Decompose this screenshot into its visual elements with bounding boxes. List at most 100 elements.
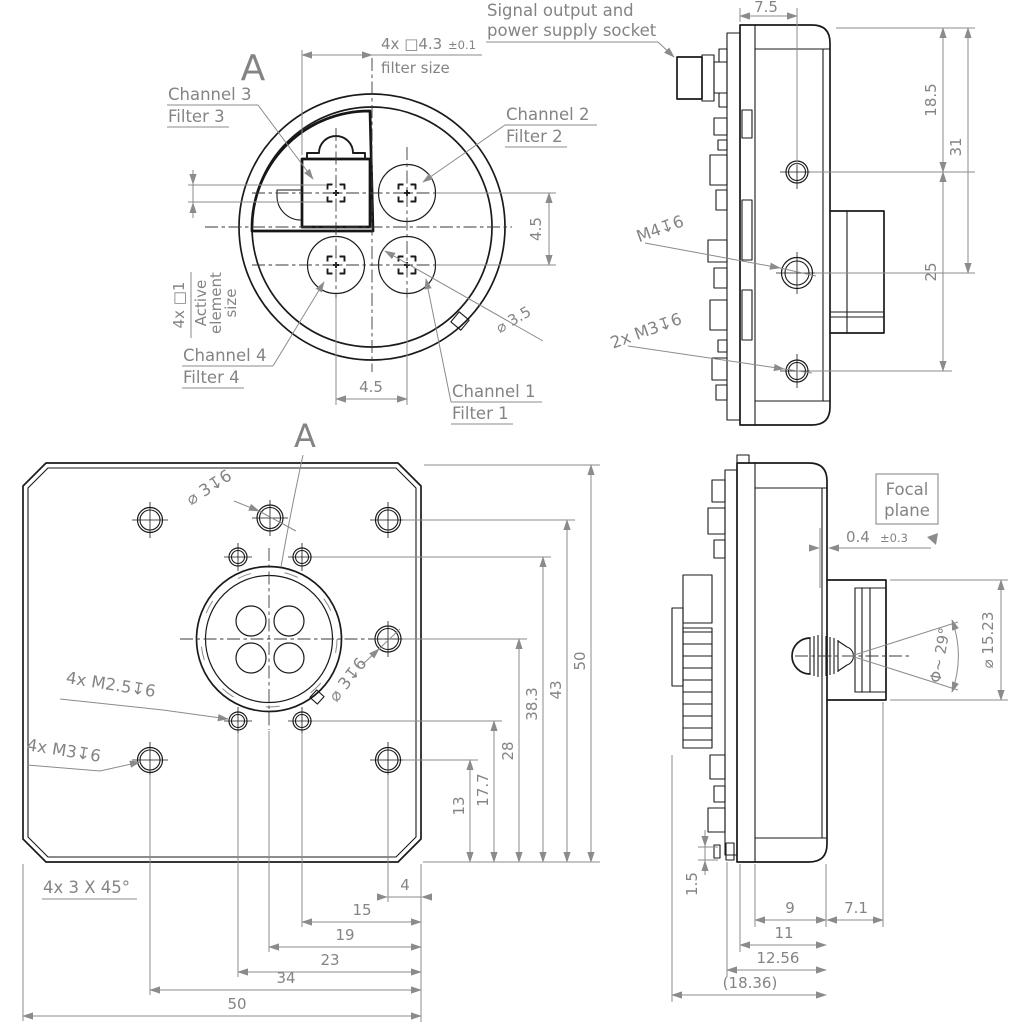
dim-12-56-text: 12.56 (757, 949, 800, 967)
pin-height-dim: 1.5 (683, 830, 718, 896)
dim-19-text: 19 (335, 926, 354, 944)
dim-34-text: 34 (276, 969, 295, 987)
dim-18-5-text: 18.5 (922, 83, 940, 116)
thread-m3-text: 2x M3↧6 (608, 309, 685, 352)
socket-label-line1: Signal output and (487, 1, 634, 20)
pcb-edge-bottom (724, 469, 738, 856)
focal-plane-text-2: plane (884, 501, 930, 520)
dim-50-bottom-text: 50 (227, 995, 246, 1013)
lens-diameter-text: ⌀ 15.23 (979, 612, 997, 669)
filter-size-dim-text: 4x □4.3 (381, 35, 442, 53)
thread-front-m3-callout: 4x M3↧6 (26, 735, 141, 772)
focal-plane-leader-arrow (927, 533, 938, 545)
channel3-filter: Filter 3 (168, 107, 225, 126)
index-notch (450, 311, 470, 331)
dim-28-text: 28 (499, 741, 517, 760)
dim-7-1-text: 7.1 (844, 899, 868, 917)
channel1-filter: Filter 1 (452, 404, 509, 423)
channel4-name: Channel 4 (183, 346, 266, 365)
thread-m25-text: 4x M2.5↧6 (65, 668, 157, 701)
channel2-name: Channel 2 (506, 105, 589, 124)
focal-plane-box (875, 473, 939, 525)
focal-offset-tolerance: ±0.3 (880, 531, 908, 545)
channel2-label: Channel 2 Filter 2 (422, 105, 597, 183)
side-bottom-components (671, 479, 735, 861)
active-element-brackets (326, 183, 417, 275)
dim-15-text: 15 (352, 901, 371, 919)
channel4-filter: Filter 4 (183, 368, 240, 387)
lens-dome (791, 637, 811, 675)
chamfer-note-text: 4x 3 X 45° (43, 878, 130, 897)
front-bottom-chain: 4 15 19 23 34 50 (22, 731, 433, 1022)
dim-43-text: 43 (547, 680, 565, 699)
side-bottom-body (724, 454, 828, 863)
dowel-top-text: ⌀ 3↧6 (183, 466, 235, 509)
pcb-edge (726, 32, 741, 421)
lens-assembly (791, 579, 910, 701)
active-element-caption-2: element (207, 272, 225, 334)
side-top-components (707, 109, 753, 401)
detail-centerlines (205, 58, 556, 372)
side-bottom-chain: 9 7.1 11 12.56 (18.36) (671, 702, 884, 1002)
dim-18-36-text: (18.36) (723, 974, 778, 992)
dim-17-7-text: 17.7 (474, 773, 492, 806)
side-view-top: Signal output and power supply socket 7.… (486, 0, 975, 426)
front-a-label: A (294, 417, 316, 455)
chamfer-note: 4x 3 X 45° (42, 878, 137, 900)
dowel-top-callout: ⌀ 3↧6 (183, 466, 297, 532)
detail-view: A (167, 35, 597, 425)
dim-50-right-text: 50 (571, 651, 589, 670)
dim-4-text: 4 (400, 876, 410, 894)
front-center-assembly (180, 548, 400, 730)
channel3-label: Channel 3 Filter 3 (167, 85, 314, 180)
channel1-label: Channel 1 Filter 1 (424, 278, 542, 425)
channel1-name: Channel 1 (452, 382, 535, 401)
filter-pocket-outline (250, 109, 375, 233)
pitch-horizontal-text: 4.5 (359, 378, 383, 396)
side-view-bottom: 0.4 ±0.3 Focal plane Φ~ 29° ⌀ 15.23 1.5 (671, 454, 1008, 1002)
socket-callout: Signal output and power supply socket (486, 1, 675, 58)
front-right-chain: 13 17.7 28 38.3 43 50 (312, 464, 600, 863)
pin-height-text: 1.5 (683, 872, 701, 896)
dim-25-text: 25 (922, 262, 940, 281)
dim-31-text: 31 (947, 137, 965, 156)
dim-38-3-text: 38.3 (523, 687, 541, 720)
lens-diameter-dim: ⌀ 15.23 (890, 579, 1008, 701)
focal-plane-callout: 0.4 ±0.3 Focal plane (808, 473, 939, 588)
socket-label-line2: power supply socket (487, 21, 657, 40)
front-view-a-callout: A (280, 417, 316, 568)
dim-11-text: 11 (774, 924, 793, 942)
active-element-caption-1: Active (192, 280, 210, 326)
dim-7-5: 7.5 (739, 0, 798, 165)
side-top-body (726, 24, 831, 426)
front-plate-outline (22, 462, 422, 863)
side-top-holes (776, 155, 818, 388)
dowel-right-text: ⌀ 3↧6 (325, 654, 371, 705)
filter-size-tolerance: ±0.1 (448, 38, 476, 52)
active-element-dimension: 4x □1 Active element size (170, 170, 327, 338)
active-element-caption-3: size (222, 288, 240, 317)
aperture-diameter-text: ⌀ 3.5 (493, 302, 535, 336)
pitch-dimensions: 4.5 4.5 (335, 192, 556, 405)
dim-7-5-text: 7.5 (754, 0, 778, 16)
front-index-notch (309, 689, 325, 705)
dim-9-text: 9 (785, 899, 795, 917)
active-element-dim-text: 4x □1 (170, 282, 188, 329)
detail-view-label: A (241, 48, 266, 89)
channel3-name: Channel 3 (168, 85, 251, 104)
channel4-label: Channel 4 Filter 4 (182, 281, 325, 389)
thread-m4-text: M4↧6 (634, 212, 687, 247)
front-view: A ⌀ 3↧6 ⌀ 3↧6 4x M2.5↧6 4x M3↧6 4x 3 X 4… (22, 417, 600, 1022)
pocket-step (276, 189, 302, 221)
channel2-filter: Filter 2 (506, 127, 563, 146)
thread-m4-callout: M4↧6 (634, 212, 817, 277)
filter-size-caption: filter size (381, 59, 450, 77)
focal-offset-text: 0.4 (846, 528, 870, 546)
dim-23-text: 23 (320, 951, 339, 969)
pitch-vertical-text: 4.5 (527, 217, 545, 241)
side-top-right-dims: 18.5 31 25 (810, 27, 975, 372)
fov-angle-text: Φ~ 29° (926, 626, 953, 684)
side-top-boss (829, 210, 885, 334)
